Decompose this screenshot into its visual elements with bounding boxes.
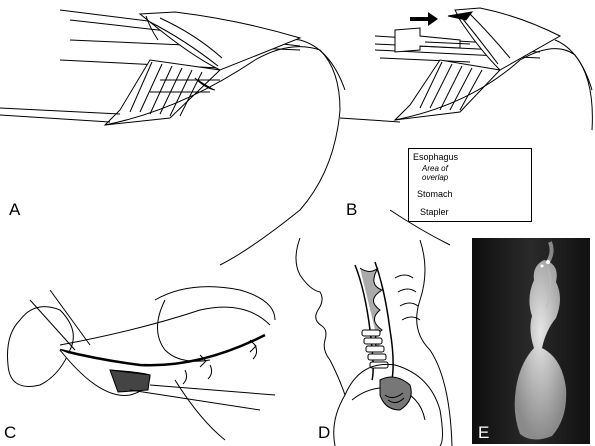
inset-label-area-of: Area of — [422, 164, 448, 173]
panel-label-a: A — [9, 200, 21, 219]
panel-label-d: D — [318, 423, 331, 442]
panel-d-drawing — [295, 237, 453, 446]
panel-label-c: C — [4, 423, 17, 442]
radiograph-image — [472, 238, 590, 444]
inset-label-overlap: overlap — [422, 173, 449, 182]
inset-label-stomach: Stomach — [417, 189, 453, 199]
panel-b-drawing — [339, 7, 593, 246]
panel-c-drawing — [7, 286, 276, 441]
panel-a-drawing — [0, 9, 346, 266]
panel-label-e: E — [478, 423, 490, 442]
inset-label-stapler: Stapler — [420, 207, 449, 217]
inset-label-esophagus: Esophagus — [413, 152, 459, 162]
panel-e-radiograph — [472, 238, 590, 444]
panel-label-b: B — [346, 200, 358, 219]
inset-box — [408, 148, 532, 222]
